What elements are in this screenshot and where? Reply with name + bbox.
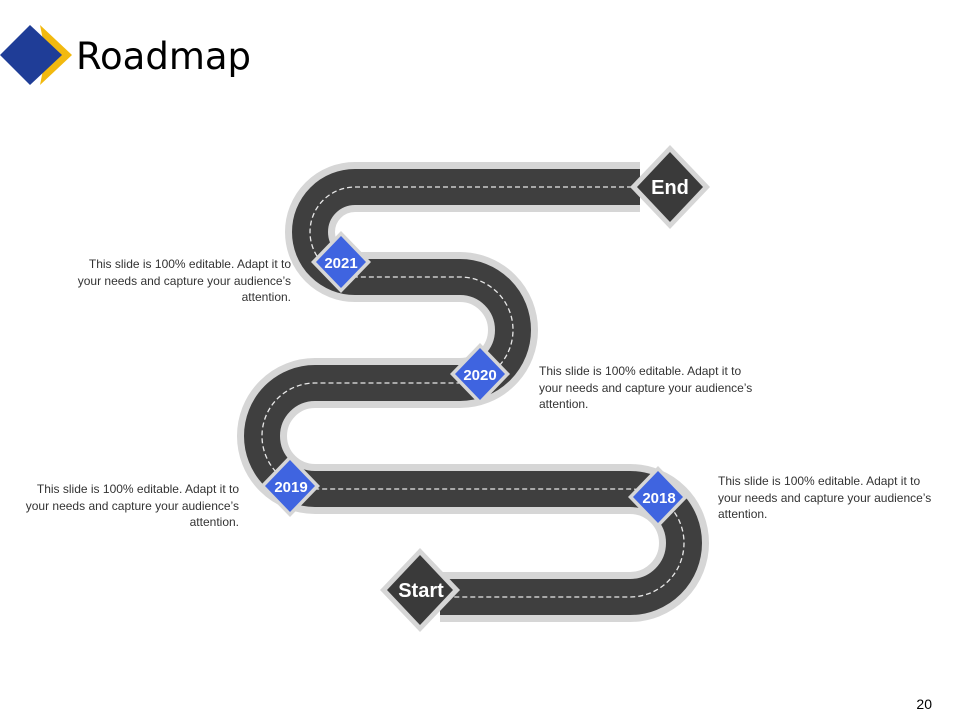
milestone-2021: 2021 — [311, 231, 371, 293]
milestone-year: 2021 — [324, 255, 357, 272]
milestone-2021-description: This slide is 100% editable. Adapt it to… — [77, 257, 291, 304]
logo-diamond-icon — [0, 25, 72, 85]
milestone-2019: 2019 — [260, 455, 320, 517]
milestone-year: 2018 — [642, 490, 675, 507]
end-marker: End — [630, 145, 710, 229]
milestone-2020-description: This slide is 100% editable. Adapt it to… — [539, 364, 753, 411]
start-label: Start — [398, 580, 444, 602]
milestone-year: 2020 — [463, 367, 496, 384]
milestone-year: 2019 — [274, 479, 307, 496]
milestone-2018: 2018 — [628, 466, 688, 528]
page-title: Roadmap — [76, 35, 252, 78]
page-number: 20 — [916, 696, 932, 712]
milestone-2019-description: This slide is 100% editable. Adapt it to… — [25, 482, 239, 529]
start-marker: Start — [380, 548, 460, 632]
milestone-2018-description: This slide is 100% editable. Adapt it to… — [718, 474, 932, 521]
milestone-2020: 2020 — [450, 343, 510, 405]
end-label: End — [651, 177, 689, 199]
